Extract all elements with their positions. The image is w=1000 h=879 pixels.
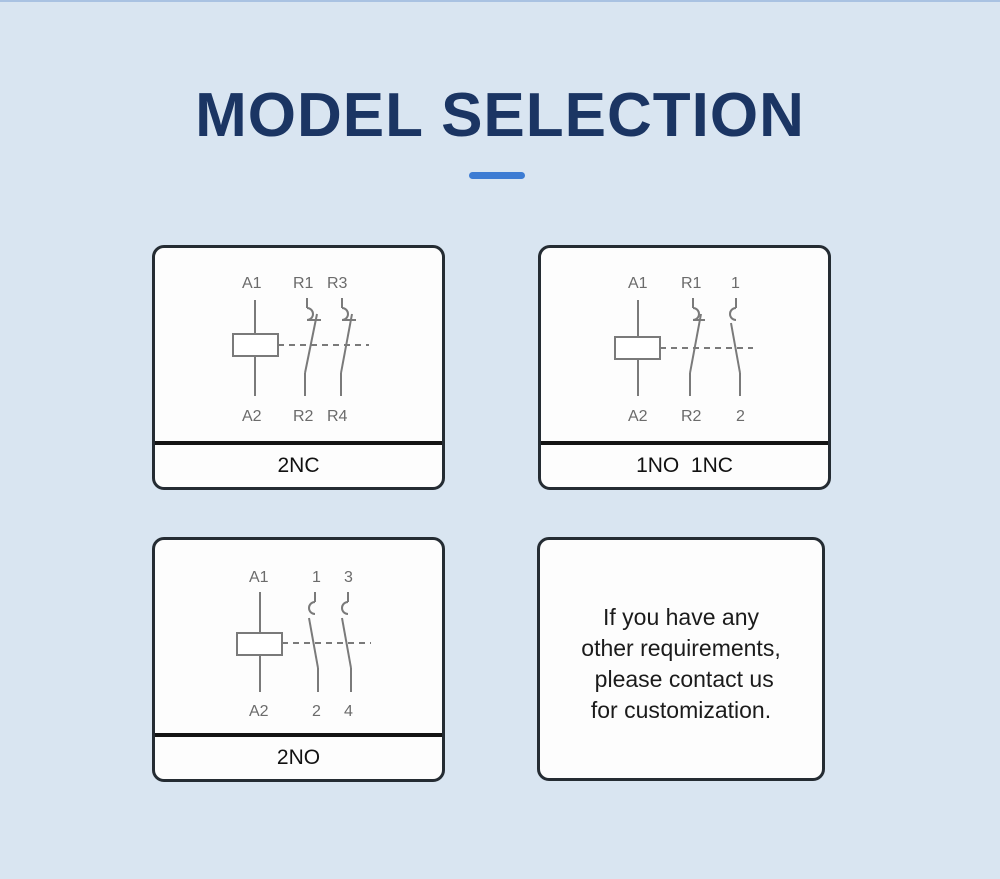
page-title: MODEL SELECTION xyxy=(195,81,805,150)
terminal-label-r2: R2 xyxy=(681,408,702,425)
nc-contact-2 xyxy=(340,298,356,396)
note-line: If you have any xyxy=(603,604,759,630)
no-contact xyxy=(729,298,741,396)
terminal-label-1: 1 xyxy=(312,569,321,586)
wiring-diagram-1no-1nc: A1 R1 1 A2 R2 2 xyxy=(614,275,753,425)
terminal-label-a1: A1 xyxy=(249,569,269,586)
model-card-2nc: A1 R1 R3 A2 R2 R4 2NC xyxy=(152,245,445,490)
terminal-label-1: 1 xyxy=(731,275,740,292)
top-divider xyxy=(0,0,1000,2)
note-line: please contact us xyxy=(588,666,774,692)
terminal-label-4: 4 xyxy=(344,703,353,720)
coil-symbol xyxy=(232,333,279,357)
coil-symbol xyxy=(614,336,661,360)
terminal-label-2: 2 xyxy=(736,408,745,425)
nc-contact xyxy=(689,298,705,396)
coil-symbol xyxy=(236,632,283,656)
model-caption: 1NO 1NC xyxy=(541,441,828,487)
terminal-label-r1: R1 xyxy=(681,275,702,292)
nc-contact-1 xyxy=(304,298,321,396)
terminal-label-2: 2 xyxy=(312,703,321,720)
note-line: for customization. xyxy=(590,697,772,723)
model-card-2no: A1 1 3 A2 2 4 2NO xyxy=(152,537,445,782)
terminal-label-3: 3 xyxy=(344,569,353,586)
terminal-label-a1: A1 xyxy=(242,275,262,292)
terminal-label-r4: R4 xyxy=(327,408,348,425)
terminal-label-r1: R1 xyxy=(293,275,314,292)
terminal-label-a1: A1 xyxy=(628,275,648,292)
model-card-1no-1nc: A1 R1 1 A2 R2 2 1NO 1NC xyxy=(538,245,831,490)
wiring-diagram-2no: A1 1 3 A2 2 4 xyxy=(236,569,371,720)
terminal-label-a2: A2 xyxy=(628,408,648,425)
model-caption: 2NC xyxy=(155,441,442,487)
terminal-label-r2: R2 xyxy=(293,408,314,425)
title-underline xyxy=(469,172,525,179)
customization-card: If you have any other requirements, plea… xyxy=(537,537,825,781)
customization-note: If you have any other requirements, plea… xyxy=(540,602,822,726)
terminal-label-a2: A2 xyxy=(249,703,269,720)
terminal-label-r3: R3 xyxy=(327,275,348,292)
note-line: other requirements, xyxy=(581,635,781,661)
model-caption: 2NO xyxy=(155,733,442,779)
terminal-label-a2: A2 xyxy=(242,408,262,425)
no-contact-2 xyxy=(341,592,352,692)
wiring-diagram-2nc: A1 R1 R3 A2 R2 R4 xyxy=(232,275,369,425)
no-contact-1 xyxy=(308,592,319,692)
